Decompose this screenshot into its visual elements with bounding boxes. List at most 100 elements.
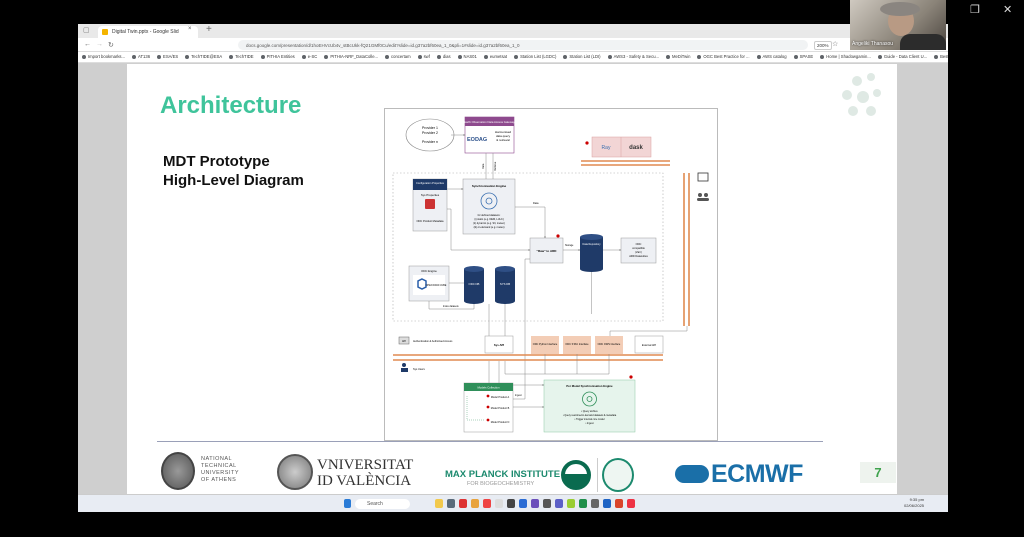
decorative-dots — [842, 73, 881, 116]
bookmark-item[interactable]: Best Ryzen Motherbo... — [934, 54, 948, 60]
ntua-line-2: TECHNICAL — [201, 463, 237, 469]
odc-stac-label: ODC STAC Interface — [565, 343, 589, 346]
clock[interactable]: 9:35 pm 02/06/2025 — [904, 497, 924, 509]
taskbar-app-icon[interactable] — [447, 499, 455, 508]
bookmark-item[interactable]: Guide - Data Client U... — [878, 54, 927, 60]
close-icon[interactable]: ✕ — [1003, 4, 1013, 16]
sys-users-label: Sys Users — [413, 367, 426, 371]
taskbar-app-icon[interactable] — [543, 499, 551, 508]
forward-icon[interactable]: → — [96, 41, 103, 48]
per-model-sync-engine-box: Per Model Synchronisation Engine • Query… — [543, 375, 636, 433]
footer-divider — [157, 441, 823, 442]
ingest-label: Ingest — [515, 394, 522, 397]
bookmark-item[interactable]: swf — [418, 54, 430, 60]
bookmark-item[interactable]: dias — [437, 54, 451, 60]
odc-product-metadata: ODC Product Metadata — [417, 219, 445, 223]
sync-engine-title: Synchronisation Engine — [472, 184, 507, 188]
bookmark-item[interactable]: AT136 — [132, 54, 150, 60]
auth-label: Authentication & Authorised Access — [413, 340, 453, 343]
odc-engine-box: ODC Engine OPEN DATA CUBE — [408, 265, 450, 302]
restore-icon[interactable]: ❐ — [970, 4, 980, 16]
taskbar-app-icon[interactable] — [531, 499, 539, 508]
tab-search-icon[interactable]: ▢ — [83, 27, 90, 34]
taskbar-app-icon[interactable] — [603, 499, 611, 508]
external-api-label: External API — [642, 343, 657, 347]
mpi-line-1: MAX PLANCK INSTITUTE — [445, 469, 561, 480]
bookmark-item[interactable]: NAS01 — [458, 54, 477, 60]
bookmark-item[interactable]: TechTIDE@ESA — [185, 54, 222, 60]
start-icon[interactable] — [344, 499, 351, 508]
taskbar-app-icon[interactable] — [495, 499, 503, 508]
tab-google-slides[interactable]: Digital Twin.pptx - Google Slid — [98, 26, 198, 38]
bullet-4: • Ingest — [585, 422, 593, 425]
bookmark-item[interactable]: e-SC — [302, 54, 318, 60]
eodag-logo: EODAG — [467, 137, 487, 143]
taskbar-app-icon[interactable] — [459, 499, 467, 508]
bookmark-item[interactable]: concertam — [385, 54, 411, 60]
data-repository-label: Data Repository — [583, 243, 602, 246]
open-data-cube-label: OPEN DATA CUBE — [426, 284, 447, 287]
taskbar-app-icon[interactable] — [435, 499, 443, 508]
tab-close-icon[interactable]: × — [188, 26, 192, 32]
sys-api-box: Sys API — [484, 335, 514, 354]
bookmark-item[interactable]: Station List (LDI) — [563, 54, 600, 60]
providers-cloud: Provider 1 Provider 2 Provider n — [405, 118, 455, 152]
storage-label: Storage — [565, 244, 574, 247]
eodag-header: Earth Observation Data Access Gateway — [464, 120, 515, 124]
bullet-3: • Trigger internal core model — [575, 418, 605, 421]
configuration-properties-box: Configuration Properties Sys Properties … — [412, 178, 448, 232]
bookmark-item[interactable]: AWS catalog — [757, 54, 787, 60]
sync-text-2: (i) static (e.g. DEM, LULC) — [474, 218, 503, 221]
taskbar-app-icon[interactable] — [579, 499, 587, 508]
external-api-box: External API — [634, 335, 664, 354]
retrieve-label: Retrieve — [494, 161, 497, 171]
participant-video: Angeliki Thanasou — [850, 0, 946, 50]
bookmark-item[interactable]: PITHIA Entities — [261, 54, 295, 60]
bookmark-item[interactable]: ESA/ES — [157, 54, 178, 60]
taskbar-app-icon[interactable] — [507, 499, 515, 508]
bookmark-item[interactable]: TechTIDE — [229, 54, 253, 60]
url-input[interactable]: docs.google.com/presentation/d/1hoEHVcUb… — [238, 40, 808, 50]
model-product-a: Model Product A — [491, 396, 510, 399]
ntua-line-1: NATIONAL — [201, 456, 233, 462]
bookmark-item[interactable]: AWS3 - Safety & Secu... — [608, 54, 659, 60]
tab-bar: ▢ Digital Twin.pptx - Google Slid × + — [78, 24, 948, 38]
odc-engine-title: ODC Engine — [421, 269, 437, 273]
ecmwf-text: ECMWF — [711, 460, 803, 488]
browser-window: ▢ Digital Twin.pptx - Google Slid × + ← … — [78, 24, 948, 512]
eodag-text-2: data query — [496, 134, 511, 138]
taskbar-app-icon[interactable] — [471, 499, 479, 508]
users-icon — [697, 193, 709, 201]
ntua-line-4: OF ATHENS — [201, 477, 237, 483]
ray-dask-box: Ray dask — [585, 136, 652, 158]
zoom-indicator[interactable]: 200% — [814, 41, 832, 50]
bookmark-item[interactable]: Station List (LGDC) — [514, 54, 556, 60]
back-icon[interactable]: ← — [84, 41, 91, 48]
ray-label: Ray — [602, 145, 611, 151]
bookmark-item[interactable]: OGC Best Practice for ... — [697, 54, 749, 60]
bookmark-item[interactable]: Import bookmarks... — [82, 54, 125, 60]
taskbar-app-icon[interactable] — [567, 499, 575, 508]
bookmark-star-icon[interactable]: ☆ — [832, 41, 839, 48]
taskbar-app-icon[interactable] — [519, 499, 527, 508]
bookmark-item[interactable]: eumetsat — [484, 54, 507, 60]
taskbar-app-icon[interactable] — [615, 499, 623, 508]
odc-python-interface: ODC Python Interface — [531, 336, 559, 354]
bookmark-item[interactable]: SPASE — [794, 54, 814, 60]
subtitle-line-1: MDT Prototype — [163, 153, 270, 170]
monitor-icon — [697, 172, 709, 182]
new-tab-button[interactable]: + — [206, 24, 212, 35]
taskbar-app-icon[interactable] — [483, 499, 491, 508]
eodag-text-3: & retrieval — [496, 138, 510, 142]
clock-time: 9:35 pm — [909, 497, 925, 502]
taskbar-app-icon[interactable] — [627, 499, 635, 508]
taskbar-app-icon[interactable] — [555, 499, 563, 508]
taskbar-app-icon[interactable] — [591, 499, 599, 508]
bookmark-item[interactable]: MeDiTwin — [666, 54, 690, 60]
taskbar-search[interactable]: Search — [355, 499, 410, 509]
slides-favicon — [102, 29, 108, 35]
reload-icon[interactable]: ↻ — [108, 42, 114, 49]
bookmark-item[interactable]: Home | Shadowgamin... — [820, 54, 871, 60]
sync-text-4: (iii) on-demand (e.g. meteo) — [474, 226, 505, 229]
bookmark-item[interactable]: PITHIA-NRF_DataColle... — [324, 54, 378, 60]
